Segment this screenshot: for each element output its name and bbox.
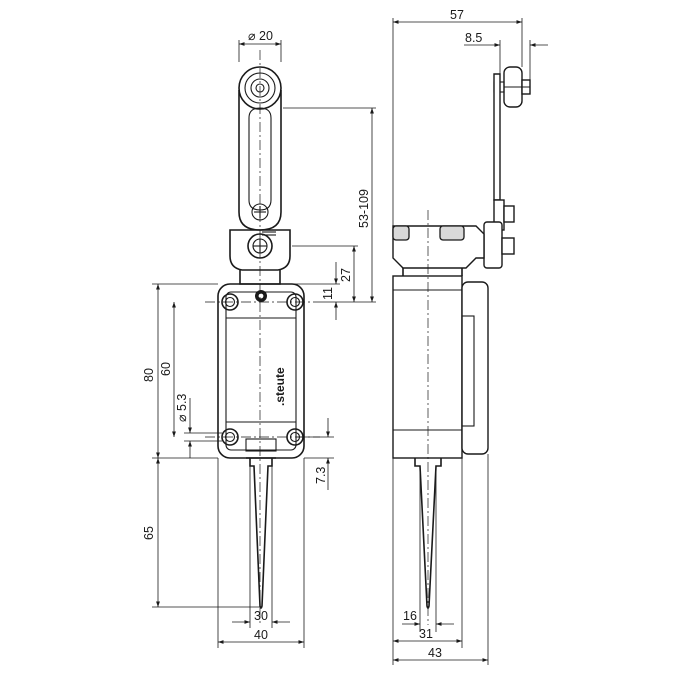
side-dimensions: 57 8.5 16 31 43 bbox=[392, 8, 548, 665]
dim-65: 65 bbox=[142, 526, 156, 540]
front-view: .steute bbox=[205, 50, 320, 625]
front-dimensions: ⌀ 20 53-109 27 11 80 60 ⌀ 5.3 bbox=[142, 29, 376, 648]
dim-57: 57 bbox=[450, 8, 464, 22]
dim-30: 30 bbox=[254, 609, 268, 623]
switch-housing bbox=[217, 283, 305, 459]
dim-roller-diameter: ⌀ 20 bbox=[248, 29, 273, 43]
dim-60: 60 bbox=[159, 362, 173, 376]
dim-43: 43 bbox=[428, 646, 442, 660]
side-view bbox=[392, 66, 531, 625]
side-body bbox=[392, 275, 489, 459]
dim-7-3: 7.3 bbox=[314, 467, 328, 484]
cable-rod bbox=[246, 457, 276, 609]
dim-31: 31 bbox=[419, 627, 433, 641]
dim-27: 27 bbox=[339, 268, 353, 282]
dim-hole-diameter: ⌀ 5.3 bbox=[175, 394, 189, 422]
brand-label: .steute bbox=[273, 367, 287, 406]
dim-lever-range: 53-109 bbox=[357, 189, 371, 228]
dim-8-5: 8.5 bbox=[465, 31, 482, 45]
side-roller bbox=[493, 66, 531, 108]
dim-80: 80 bbox=[142, 368, 156, 382]
side-head bbox=[392, 225, 485, 276]
dim-16: 16 bbox=[403, 609, 417, 623]
dim-40: 40 bbox=[254, 628, 268, 642]
dim-11: 11 bbox=[321, 287, 335, 300]
side-lever bbox=[483, 73, 515, 269]
